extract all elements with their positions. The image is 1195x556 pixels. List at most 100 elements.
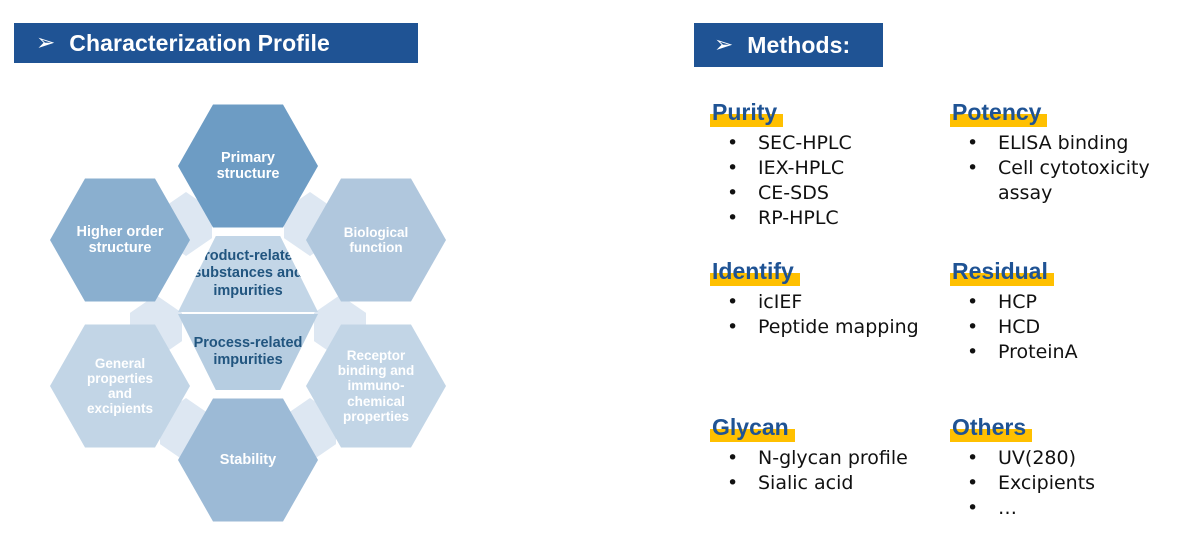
- bullet-icon: •: [727, 132, 739, 154]
- bullet-icon: •: [967, 315, 979, 338]
- arrow-bullet-icon: ➢: [36, 29, 56, 56]
- characterization-profile-header: ➢ Characterization Profile: [14, 23, 418, 63]
- methods-group-residual: Residual • HCP • HCD • ProteinA: [950, 259, 1078, 365]
- list-item-label: ProteinA: [998, 340, 1078, 363]
- list-item: • icIEF: [710, 290, 919, 315]
- list-item: • ELISA binding: [950, 131, 1195, 156]
- heading-highlight: [710, 114, 784, 127]
- methods-heading-others: Others: [950, 414, 1033, 442]
- list-item-label: SEC-HPLC: [758, 132, 852, 154]
- bullet-icon: •: [967, 132, 979, 154]
- methods-list-potency: • ELISA binding • Cell cytotoxicity assay: [950, 131, 1195, 206]
- heading-highlight: [710, 429, 795, 442]
- list-item: •…: [950, 496, 1095, 521]
- list-item: • UV(280): [950, 446, 1095, 471]
- bullet-icon: •: [727, 206, 739, 229]
- methods-heading-purity: Purity: [710, 99, 784, 127]
- heading-highlight: [950, 273, 1054, 286]
- list-item-label: N-glycan profile: [758, 447, 908, 469]
- bullet-icon: •: [727, 181, 739, 204]
- list-item-label: CE-SDS: [758, 181, 829, 204]
- methods-list-purity: • SEC-HPLC • IEX-HPLC • CE-SDS • RP-HPLC: [710, 131, 852, 231]
- bullet-icon: •: [967, 340, 979, 363]
- bullet-icon: •: [727, 315, 739, 338]
- hex-stability-label: Stability: [219, 451, 277, 468]
- list-item: • Peptide mapping: [710, 315, 919, 340]
- list-item-label: Sialic acid: [758, 471, 854, 494]
- list-item-label: RP-HPLC: [758, 206, 839, 229]
- list-item: • Cell cytotoxicity assay: [950, 156, 1195, 206]
- methods-list-glycan: • N-glycan profile • Sialic acid: [710, 446, 908, 496]
- page-title: Characterization Profile: [69, 29, 330, 56]
- list-item-label: Cell cytotoxicity assay: [998, 156, 1150, 204]
- list-item: • N-glycan profile: [710, 446, 908, 471]
- methods-group-purity: Purity • SEC-HPLC • IEX-HPLC • CE-SDS • RP-HPLC: [710, 100, 852, 231]
- heading-highlight: [710, 273, 800, 286]
- list-item: • HCP: [950, 290, 1078, 315]
- list-item-label: UV(280): [998, 447, 1076, 469]
- list-item-label: HCD: [998, 315, 1041, 338]
- list-item: • HCD: [950, 315, 1078, 340]
- methods-group-glycan: Glycan • N-glycan profile • Sialic acid: [710, 415, 908, 496]
- methods-list-others: •UV(280)•Excipients•…: [950, 446, 1095, 521]
- list-item: • ProteinA: [950, 340, 1078, 365]
- bullet-icon: •: [967, 496, 979, 519]
- bullet-icon: •: [967, 447, 979, 469]
- list-item: • IEX-HPLC: [710, 156, 852, 181]
- methods-group-identify: Identify • icIEF • Peptide mapping: [710, 259, 919, 340]
- methods-heading-potency: Potency: [950, 99, 1048, 127]
- methods-header: ➢ Methods:: [694, 23, 883, 67]
- list-item-label: IEX-HPLC: [758, 156, 845, 179]
- heading-highlight: [950, 429, 1033, 442]
- methods-heading-identify: Identify: [710, 259, 800, 286]
- methods-heading-residual: Residual: [950, 259, 1054, 286]
- bullet-icon: •: [727, 156, 739, 179]
- methods-list-residual: • HCP • HCD • ProteinA: [950, 290, 1078, 365]
- heading-text: Others: [952, 414, 1027, 440]
- list-item: • RP-HPLC: [710, 206, 852, 231]
- list-item-label: Excipients: [998, 471, 1096, 494]
- methods-title: Methods:: [747, 31, 851, 58]
- heading-highlight: [950, 114, 1048, 127]
- list-item: • SEC-HPLC: [710, 131, 852, 156]
- methods-list-identify: • icIEF • Peptide mapping: [710, 290, 919, 340]
- list-item: • Sialic acid: [710, 471, 908, 496]
- list-item-label: …: [998, 496, 1017, 519]
- heading-text: Glycan: [712, 414, 789, 440]
- bullet-icon: •: [727, 291, 739, 313]
- list-item: • Excipients: [950, 471, 1095, 496]
- list-item-label: HCP: [998, 291, 1038, 313]
- heading-text: Residual: [952, 258, 1048, 284]
- bullet-icon: •: [967, 291, 979, 313]
- heading-text: Purity: [712, 99, 778, 125]
- arrow-bullet-icon: ➢: [714, 31, 734, 58]
- bullet-icon: •: [727, 447, 739, 469]
- methods-heading-glycan: Glycan: [710, 415, 795, 442]
- list-item-label: Peptide mapping: [758, 315, 919, 338]
- bullet-icon: •: [727, 471, 739, 494]
- methods-group-others: Others•UV(280)•Excipients•…: [950, 415, 1095, 521]
- list-item-label: icIEF: [758, 291, 803, 313]
- list-item-label: ELISA binding: [998, 132, 1129, 154]
- bullet-icon: •: [967, 471, 979, 494]
- list-item: • CE-SDS: [710, 181, 852, 206]
- heading-text: Identify: [712, 258, 794, 284]
- heading-text: Potency: [952, 99, 1042, 125]
- methods-group-potency: Potency • ELISA binding • Cell cytotoxicity …: [950, 100, 1195, 206]
- bullet-icon: •: [967, 156, 979, 179]
